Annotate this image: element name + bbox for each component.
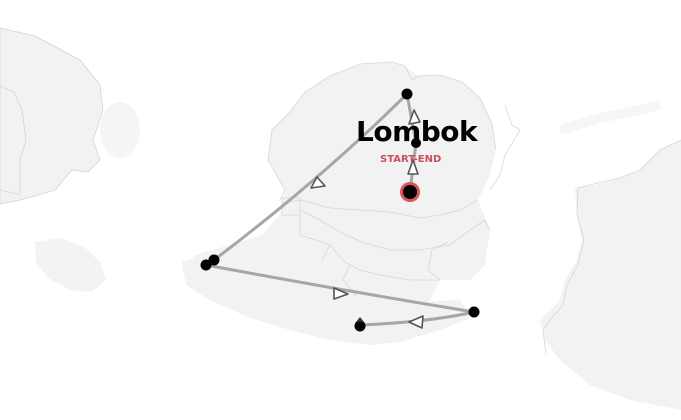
direction-arrow-icon — [333, 287, 349, 300]
route-segment-3[interactable] — [212, 92, 409, 262]
direction-arrow-icon — [408, 109, 421, 125]
route-segment-4[interactable] — [204, 263, 476, 314]
stop-marker[interactable] — [468, 306, 480, 318]
sumbawa-landmass — [489, 100, 681, 410]
direction-arrow-icon — [408, 315, 424, 329]
lombok-landmass — [182, 61, 497, 335]
stop-marker[interactable] — [354, 320, 366, 332]
start-end-label: START-END — [380, 154, 442, 165]
stop-marker[interactable] — [200, 259, 212, 271]
start-end-marker[interactable] — [400, 182, 420, 202]
stop-marker[interactable] — [401, 88, 413, 100]
nusa-penida-landmass — [35, 238, 106, 292]
stop-marker-tip — [356, 317, 364, 322]
stop-marker[interactable] — [208, 254, 220, 266]
direction-arrow-icon — [407, 159, 419, 175]
bali-landmass — [0, 27, 140, 205]
region-label: Lombok — [356, 115, 478, 148]
direction-arrow-icon — [310, 176, 326, 189]
stop-marker[interactable] — [411, 138, 421, 148]
